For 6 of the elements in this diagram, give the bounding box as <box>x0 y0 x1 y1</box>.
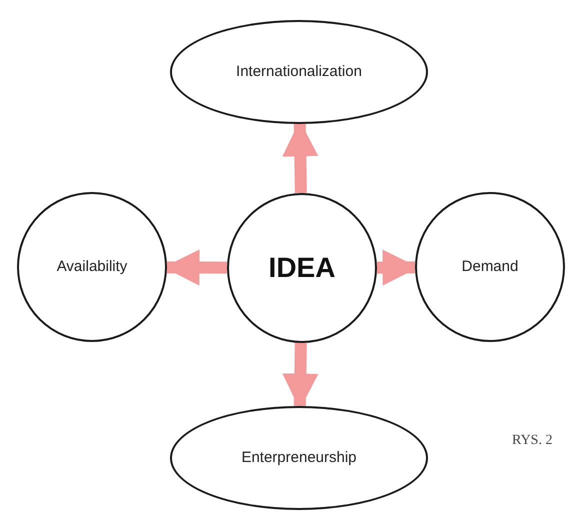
node-label: Availability <box>56 256 128 277</box>
node-label: Enterpreneurship <box>241 448 357 468</box>
figure-number: RYS. 2 <box>512 432 552 450</box>
node-label: Internationalization <box>236 62 362 82</box>
node-label: Demand <box>462 256 518 277</box>
node-label: IDEA <box>268 251 336 285</box>
